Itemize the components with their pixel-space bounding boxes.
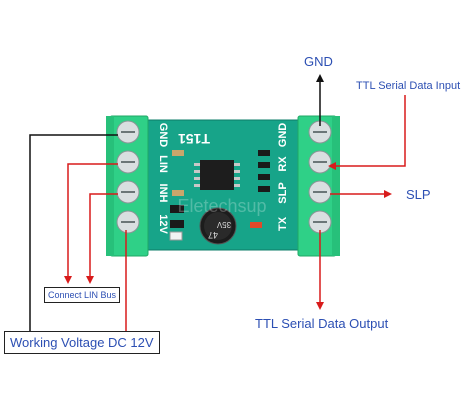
electrolytic-capacitor: 47 35V <box>199 207 237 245</box>
left-screw-2 <box>116 150 140 174</box>
left-pin-12v: 12V <box>157 214 169 234</box>
watermark: Eletechsup <box>177 196 266 216</box>
capacitor-voltage: 35V <box>216 220 231 229</box>
ttl-input-label: TTL Serial Data Input <box>356 80 461 92</box>
board-model-label: T151 <box>178 131 210 147</box>
left-screw-1 <box>116 120 140 144</box>
capacitor-label: 47 <box>208 230 218 240</box>
ttl-input-arrow <box>328 95 406 170</box>
right-pin-slp: SLP <box>277 182 289 203</box>
right-screw-3 <box>308 180 332 204</box>
right-terminal-block <box>297 115 340 257</box>
left-pin-gnd: GND <box>157 123 169 148</box>
lin-bus-line-2 <box>86 193 118 284</box>
ttl-output-label: TTL Serial Data Output <box>255 316 389 331</box>
right-screw-4 <box>308 210 332 234</box>
right-pin-rx: RX <box>277 156 289 172</box>
right-pin-tx: TX <box>277 216 289 231</box>
left-pin-inh: INH <box>157 184 169 203</box>
left-screw-4 <box>116 210 140 234</box>
smd-components <box>169 150 270 241</box>
left-pin-lin: LIN <box>157 155 169 173</box>
slp-label: SLP <box>406 187 431 202</box>
connect-lin-bus-label: Connect LIN Bus <box>44 287 121 303</box>
gnd-label: GND <box>304 54 333 69</box>
left-screw-3 <box>116 180 140 204</box>
left-terminal-block <box>106 115 149 257</box>
right-screw-2 <box>308 150 332 174</box>
working-voltage-label: Working Voltage DC 12V <box>4 331 160 354</box>
lin-bus-line-1 <box>64 163 118 284</box>
ic-chip <box>194 160 240 190</box>
power-gnd-line <box>29 134 118 334</box>
right-pin-gnd: GND <box>277 123 289 148</box>
